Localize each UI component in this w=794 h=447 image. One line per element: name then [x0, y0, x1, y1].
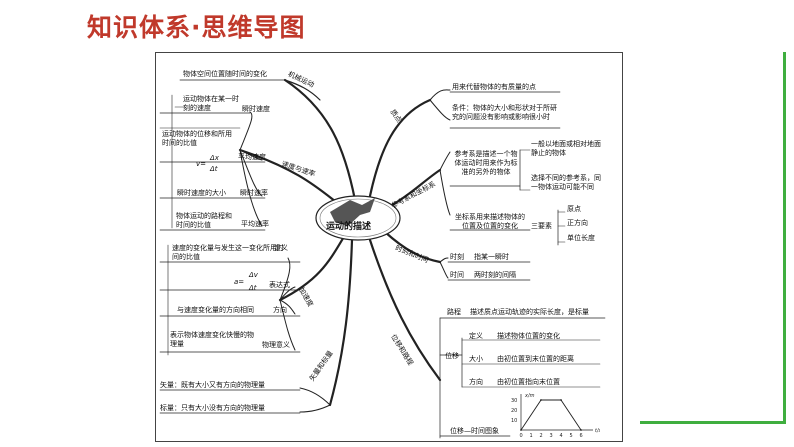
zhidian-cond: 条件：物体的大小和形状对于所研究的问题没有影响或影响很小时: [452, 104, 560, 122]
cankao-2: 选择不同的参考系，同一物体运动可能不同: [531, 174, 603, 192]
wuli-desc: 表示物体速度变化快慢的物理量: [170, 331, 260, 349]
pingjun-formula-num: Δx: [210, 154, 219, 163]
y-axis-label: x/m: [524, 393, 535, 399]
pingjun-label: 平均速度: [238, 153, 266, 162]
x-tick-label: 4: [560, 433, 563, 438]
zhidian-def: 用来代替物体的有质量的点: [452, 83, 536, 92]
fangxiang-desc: 与速度变化量的方向相同: [177, 306, 254, 315]
shunshi-label: 瞬时速度: [242, 105, 270, 114]
xt-line: [521, 400, 581, 430]
dingyi-label: 定义: [274, 244, 288, 253]
daxiao-desc: 由初位置到末位置的距离: [497, 355, 574, 364]
lucheng-label: 路程: [447, 308, 461, 317]
pingjun-formula-left: v=: [196, 160, 206, 169]
sanyaosu-label: 三要素: [531, 222, 552, 231]
cankao-1: 一般以地面或相对地面静止的物体: [531, 140, 603, 158]
danwei-label: 单位长度: [567, 234, 595, 243]
x-tick-label: 5: [570, 433, 573, 438]
weiyi-label: 位移: [445, 352, 459, 361]
weiyi-dingyi-label: 定义: [469, 332, 483, 341]
y-tick-label: 20: [511, 408, 517, 414]
x-tick-label: 0: [520, 433, 523, 438]
fangxiang-label: 方向: [273, 306, 287, 315]
wuli-label: 物理意义: [262, 341, 290, 350]
fangxiang2-label: 方向: [469, 378, 483, 387]
dingyi-desc: 速度的变化量与发生这一变化所用时间的比值: [172, 244, 290, 262]
xt-graph: x/m t/s 30 20 10 0 1 2 3 4 5 6: [505, 390, 600, 438]
shike-label: 时刻: [450, 253, 464, 262]
pingjun-desc: 运动物体的位移和所用时间的比值: [162, 130, 234, 148]
xt-point: [520, 429, 522, 431]
biaoliang-text: 标量：只有大小没有方向的物理量: [160, 404, 265, 413]
biaodashi-num: Δv: [249, 271, 258, 280]
shunshi-sulv-desc: 瞬时速度的大小: [177, 189, 226, 198]
biaodashi-den: Δt: [249, 284, 257, 293]
shijian-desc: 两时刻的间隔: [474, 271, 516, 280]
zuobiao-desc: 坐标系用来描述物体的位置及位置的变化: [452, 213, 528, 231]
shunshi-sulv-label: 瞬时速率: [240, 189, 268, 198]
pingjun-sulv-desc: 物体运动的路程和时间的比值: [176, 212, 238, 230]
x-axis-label: t/s: [595, 428, 600, 434]
lucheng-desc: 描述质点运动轨迹的实际长度，是标量: [470, 308, 589, 317]
x-tick-label: 6: [580, 433, 583, 438]
daxiao-label: 大小: [469, 355, 483, 364]
xt-point: [540, 399, 542, 401]
weiyi-dingyi: 描述物体位置的变化: [497, 332, 560, 341]
zhengfangxiang-label: 正方向: [567, 219, 588, 228]
x-tick-label: 2: [540, 433, 543, 438]
center-topic: 运动的描述: [326, 223, 371, 232]
y-tick-label: 30: [511, 398, 517, 404]
biaodashi-label: 表达式: [269, 281, 290, 290]
x-tick-label: 3: [550, 433, 553, 438]
xt-point: [580, 429, 582, 431]
y-tick-label: 10: [511, 418, 517, 424]
shike-desc: 指某一瞬时: [474, 253, 509, 262]
biaodashi-left: a=: [234, 278, 244, 287]
jixie-desc: 物体空间位置随时间的变化: [183, 70, 267, 79]
shijian-label: 时间: [450, 271, 464, 280]
cankaoxi-desc: 参考系是描述一个物体运动时用来作为标准的另外的物体: [452, 150, 520, 177]
pingjun-formula-den: Δt: [210, 165, 218, 174]
pingjun-sulv-label: 平均速率: [241, 220, 269, 229]
shunshi-desc: 运动物体在某一时刻的速度: [183, 95, 245, 113]
x-tick-label: 1: [530, 433, 533, 438]
yuandian-label: 原点: [567, 205, 581, 214]
fangxiang2-desc: 由初位置指向末位置: [497, 378, 560, 387]
shiliang-text: 矢量：既有大小又有方向的物理量: [160, 381, 265, 390]
tuxiang-label: 位移—时间图象: [450, 427, 499, 436]
xt-point: [560, 399, 562, 401]
